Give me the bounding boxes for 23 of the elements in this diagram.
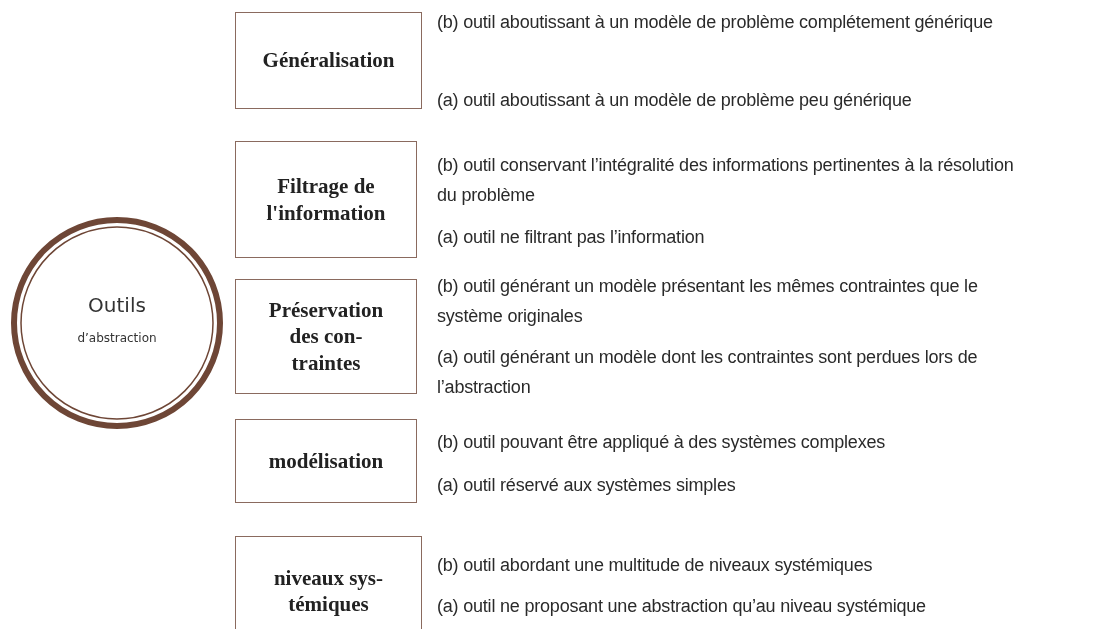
description-text: (a) outil ne filtrant pas l’information bbox=[437, 226, 706, 249]
category-box bbox=[235, 279, 417, 394]
description-text: (b) outil générant un modèle présentant les mêmes contraintes que le système originales bbox=[437, 275, 979, 328]
description-text: (a) outil générant un modèle dont les contraintes sont perdues lors de l’abstraction bbox=[437, 346, 979, 399]
description-text: (b) outil pouvant être appliqué à des systèmes complexes bbox=[437, 431, 887, 454]
node-title: Outils bbox=[87, 293, 147, 317]
description-text: (b) outil abordant une multitude de niveaux systémiques bbox=[437, 554, 874, 577]
category-label: Filtrage de l'information bbox=[265, 173, 387, 226]
category-box bbox=[235, 419, 417, 503]
description-text: (b) outil conservant l’intégralité des informations pertinentes à la résolution du problème bbox=[437, 154, 1015, 207]
category-box bbox=[235, 141, 417, 258]
description-text: (a) outil aboutissant à un modèle de problème peu générique bbox=[437, 89, 913, 112]
description-text: (a) outil ne proposant une abstraction qu’au niveau systémique bbox=[437, 595, 927, 618]
category-box bbox=[235, 536, 422, 629]
description-text: (a) outil réservé aux systèmes simples bbox=[437, 474, 737, 497]
category-box bbox=[235, 12, 422, 109]
category-label: Généralisation bbox=[262, 47, 395, 74]
circle-node bbox=[10, 216, 224, 430]
node-subtitle: d’abstraction bbox=[76, 331, 158, 345]
description-text: (b) outil aboutissant à un modèle de problème complétement générique bbox=[437, 11, 994, 34]
category-label: niveaux sys-témiques bbox=[272, 564, 385, 618]
category-label: Préservation des con-traintes bbox=[267, 297, 385, 376]
category-label: modélisation bbox=[268, 447, 384, 475]
